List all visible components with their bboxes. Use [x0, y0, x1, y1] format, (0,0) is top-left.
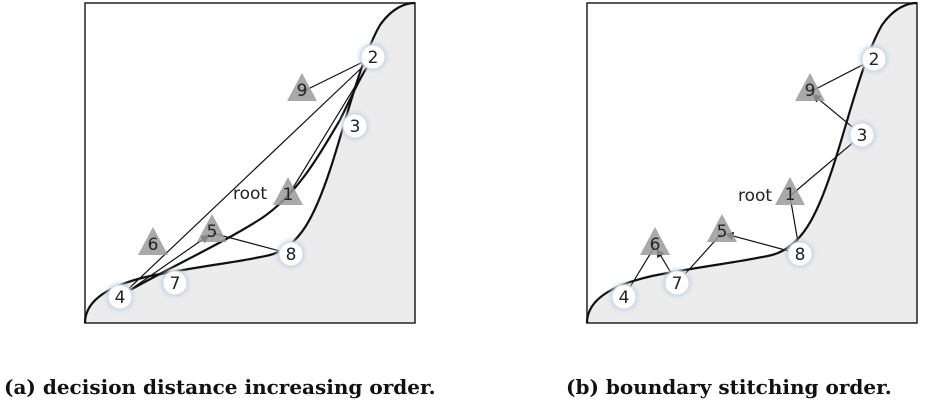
node-8: 8 — [277, 240, 305, 268]
shaded-region — [587, 3, 917, 323]
triangle-marker — [775, 177, 805, 205]
node-label: 2 — [869, 50, 880, 70]
decision-boundary — [585, 1, 918, 324]
node-label: 8 — [286, 245, 297, 265]
triangle-marker — [287, 73, 317, 101]
node-label: 5 — [207, 222, 218, 242]
edge-1-2 — [287, 59, 372, 197]
node-1: 1 — [273, 177, 303, 205]
caption-a: (a) decision distance increasing order. — [4, 375, 436, 399]
circle-marker — [849, 122, 875, 148]
node-7: 7 — [663, 269, 691, 297]
triangle-marker — [640, 227, 670, 255]
node-2: 2 — [860, 45, 888, 73]
triangle-marker — [138, 227, 168, 255]
circle-marker — [664, 270, 690, 296]
node-3: 3 — [848, 121, 876, 149]
panel-b: 1 2 3 4 5 67 8 9 root (b) boundary stitching or… — [566, 1, 918, 399]
node-label: 4 — [115, 288, 126, 308]
node-label: 7 — [170, 274, 181, 294]
triangle-marker — [707, 214, 737, 242]
circle-marker — [611, 284, 637, 310]
node-label: 6 — [650, 235, 661, 255]
node-label: 1 — [785, 185, 796, 205]
node-5: 5 — [707, 214, 737, 242]
triangle-marker — [273, 177, 303, 205]
node-4: 4 — [106, 283, 134, 311]
node-label: 2 — [368, 48, 379, 68]
node-9: 9 — [795, 73, 825, 101]
circle-marker — [360, 44, 386, 70]
edge-4-5 — [119, 234, 210, 298]
panel-frame — [84, 2, 416, 324]
node-label: 1 — [283, 185, 294, 205]
node-label: 6 — [148, 235, 159, 255]
node-label: 3 — [350, 117, 361, 137]
node-label: 5 — [717, 222, 728, 242]
nodes: 1 2 3 4 5 67 8 9 — [106, 43, 387, 311]
node-6: 6 — [640, 227, 670, 255]
node-label: 9 — [805, 81, 816, 101]
circle-marker — [787, 241, 813, 267]
node-label: 9 — [297, 81, 308, 101]
decision-boundary — [83, 1, 416, 324]
edge-9-2 — [301, 58, 371, 93]
triangle-marker — [795, 73, 825, 101]
nodes: 1 2 3 4 5 67 8 9 — [610, 45, 888, 311]
node-9: 9 — [287, 73, 317, 101]
node-label: 8 — [795, 245, 806, 265]
caption-b: (b) boundary stitching order. — [566, 375, 892, 399]
node-8: 8 — [786, 240, 814, 268]
circle-marker — [861, 46, 887, 72]
triangle-marker — [197, 214, 227, 242]
node-7: 7 — [161, 269, 189, 297]
node-6: 6 — [138, 227, 168, 255]
node-4: 4 — [610, 283, 638, 311]
edge-9-2 — [809, 60, 872, 93]
node-2: 2 — [359, 43, 387, 71]
node-label: 7 — [672, 274, 683, 294]
linear-boundary — [117, 56, 375, 298]
node-label: 4 — [619, 288, 630, 308]
node-1: 1 — [775, 177, 805, 205]
circle-marker — [162, 270, 188, 296]
root-label: root — [233, 184, 267, 204]
shaded-region — [85, 3, 415, 323]
node-3: 3 — [341, 112, 369, 140]
node-label: 3 — [857, 126, 868, 146]
circle-marker — [342, 113, 368, 139]
edge-5-8 — [211, 232, 288, 256]
circle-marker — [278, 241, 304, 267]
circle-marker — [107, 284, 133, 310]
panel-a: 1 2 3 4 5 67 8 9 root (a) decision distance inc… — [4, 1, 436, 399]
edge-1-3 — [789, 137, 860, 197]
node-5: 5 — [197, 214, 227, 242]
panel-frame — [586, 2, 918, 324]
root-label: root — [738, 186, 772, 206]
